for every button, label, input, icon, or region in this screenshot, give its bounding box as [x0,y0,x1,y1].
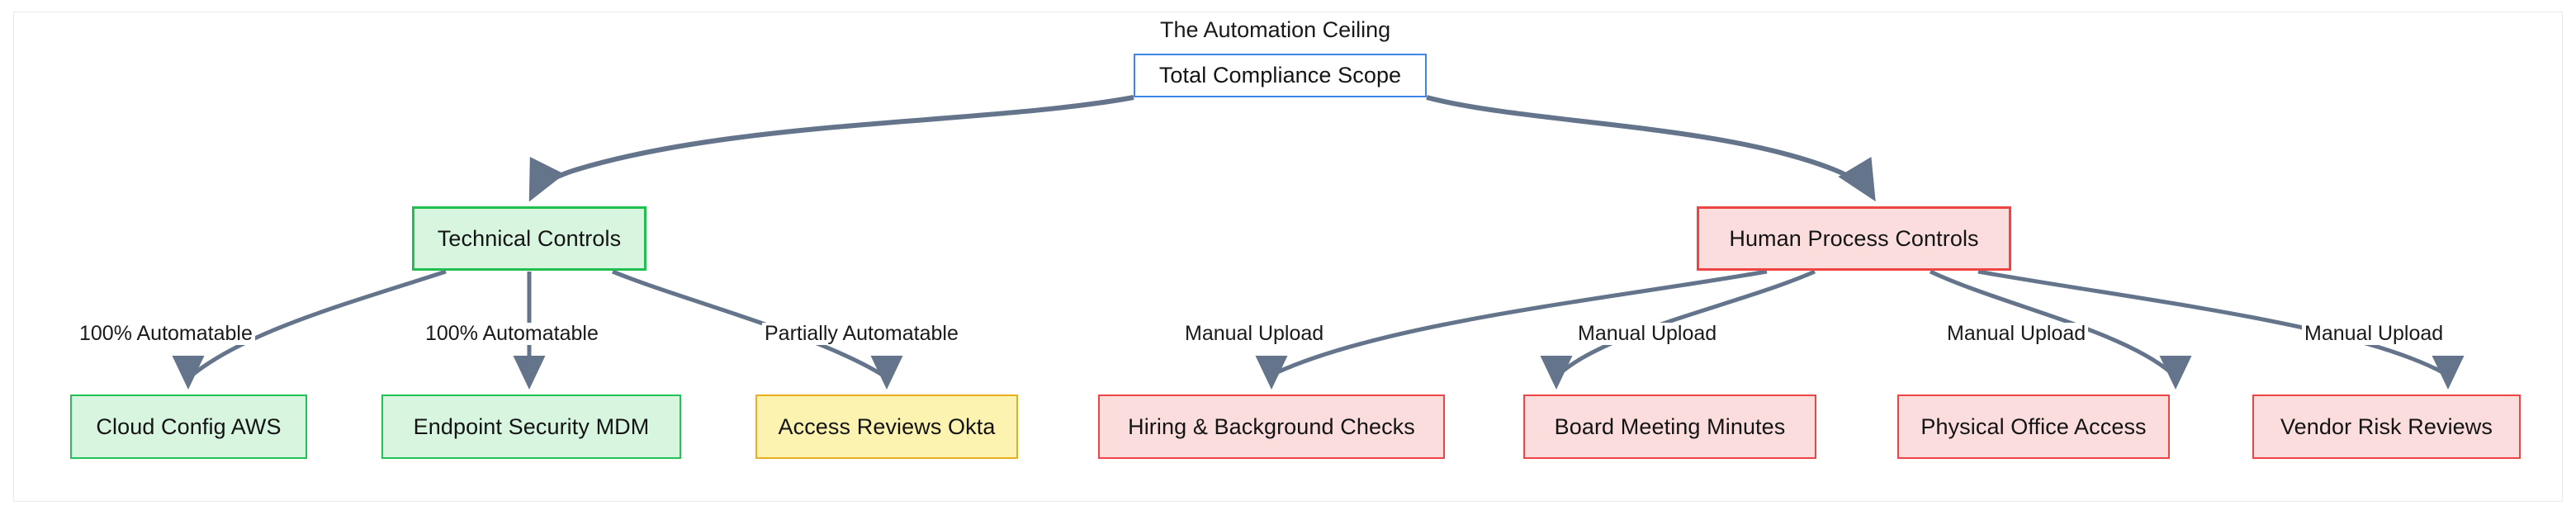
node-access-reviews-okta[interactable]: Access Reviews Okta [755,395,1018,459]
edge-label-human-board-minutes: Manual Upload [1575,323,1720,345]
node-cloud-config-aws[interactable]: Cloud Config AWS [70,395,307,459]
node-label: Vendor Risk Reviews [2280,413,2493,439]
edge-label-technical-endpoint-security: 100% Automatable [423,323,601,345]
edge-label-technical-cloud-config: 100% Automatable [77,323,255,345]
edge-label-human-hiring-background: Manual Upload [1182,323,1327,345]
node-endpoint-security-mdm[interactable]: Endpoint Security MDM [381,395,681,459]
node-label: Access Reviews Okta [778,413,996,439]
edge-label-technical-access-reviews: Partially Automatable [762,323,961,345]
node-label: Total Compliance Scope [1158,63,1402,87]
edge-label-human-physical-office: Manual Upload [1944,323,2089,345]
diagram-title: The Automation Ceiling [1160,17,1391,42]
node-technical-controls[interactable]: Technical Controls [412,206,646,271]
node-label: Hiring & Background Checks [1128,413,1415,439]
node-human-process-controls[interactable]: Human Process Controls [1697,206,2011,271]
node-total-compliance-scope[interactable]: Total Compliance Scope [1134,54,1427,97]
edge-label-human-vendor-risk: Manual Upload [2302,323,2446,345]
node-board-meeting-minutes[interactable]: Board Meeting Minutes [1523,395,1816,459]
node-hiring-background-checks[interactable]: Hiring & Background Checks [1098,395,1445,459]
node-label: Human Process Controls [1729,225,1979,251]
node-label: Endpoint Security MDM [413,413,650,439]
node-physical-office-access[interactable]: Physical Office Access [1897,395,2170,459]
node-label: Physical Office Access [1920,413,2147,439]
node-vendor-risk-reviews[interactable]: Vendor Risk Reviews [2252,395,2521,459]
node-label: Technical Controls [437,225,622,251]
node-label: Cloud Config AWS [96,413,282,439]
node-label: Board Meeting Minutes [1554,413,1786,439]
